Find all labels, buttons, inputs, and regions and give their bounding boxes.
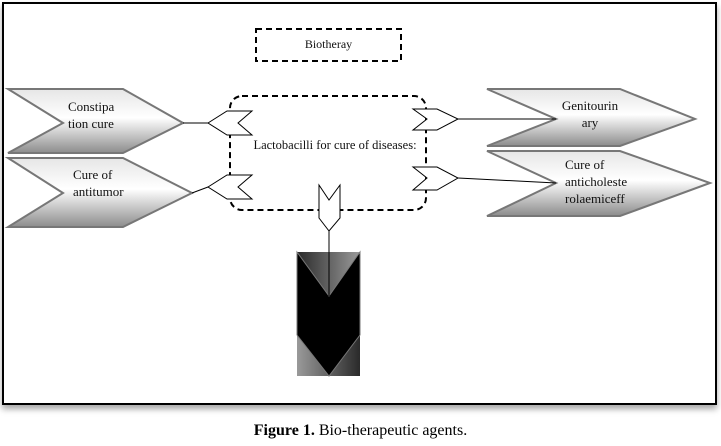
right-node-2-label: Cure of anticholeste rolaemiceff <box>565 156 645 207</box>
left-node-2-label: Cure of antitumor <box>73 166 143 200</box>
connector-bottom <box>318 183 341 232</box>
connector-left-1 <box>207 110 254 136</box>
figure-caption: Figure 1. Bio-therapeutic agents. <box>0 422 721 440</box>
diagram-canvas <box>4 28 713 377</box>
left-node-1-line-2: tion cure <box>68 116 114 131</box>
title-box-label: Biotheray <box>304 37 353 51</box>
left-chevron-2 <box>4 157 195 228</box>
left-node-2-line-2: antitumor <box>73 184 124 199</box>
caption-text: Bio-therapeutic agents. <box>314 422 468 439</box>
left-node-2-line-1: Cure of <box>73 167 113 182</box>
right-node-2-line-2: anticholeste <box>565 174 628 189</box>
center-box-label: Lactobacilli for cure of diseases: <box>253 138 417 152</box>
left-chevron-1 <box>4 88 186 154</box>
left-node-1-line-1: Constipa <box>68 99 115 114</box>
connector-right-1 <box>411 108 460 131</box>
right-node-1-line-2: ary <box>581 115 599 130</box>
right-node-2-line-3: rolaemiceff <box>565 191 625 206</box>
left-node-1-label: Constipa tion cure <box>68 98 138 132</box>
right-node-1-line-1: Genitourin <box>561 98 619 113</box>
caption-label: Figure 1. <box>253 422 315 439</box>
right-node-2-line-1: Cure of <box>565 157 605 172</box>
connector-left-2 <box>207 174 254 200</box>
right-node-1-label: Genitourin ary <box>560 97 620 131</box>
connector-right-2 <box>411 166 460 191</box>
link-left-2 <box>191 186 209 194</box>
title-box <box>255 28 402 62</box>
link-right-2 <box>457 177 557 184</box>
